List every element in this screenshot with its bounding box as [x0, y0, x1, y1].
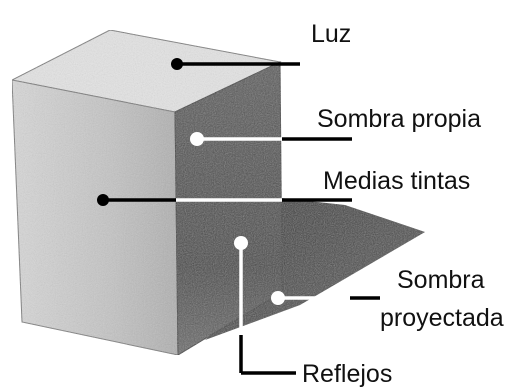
label-reflejos: Reflejos	[302, 360, 392, 388]
label-sombra-propia: Sombra propia	[317, 105, 481, 133]
label-sombra-proyectada-line1: Sombra	[397, 266, 485, 294]
label-luz: Luz	[311, 20, 351, 48]
labels: Luz Sombra propia Medias tintas Sombra p…	[302, 20, 504, 388]
label-sombra-proyectada-line2: proyectada	[380, 304, 504, 332]
cube-illustration	[10, 29, 425, 356]
leader-lines	[97, 58, 380, 375]
front-face	[11, 79, 179, 356]
label-medias-tintas: Medias tintas	[323, 167, 470, 195]
